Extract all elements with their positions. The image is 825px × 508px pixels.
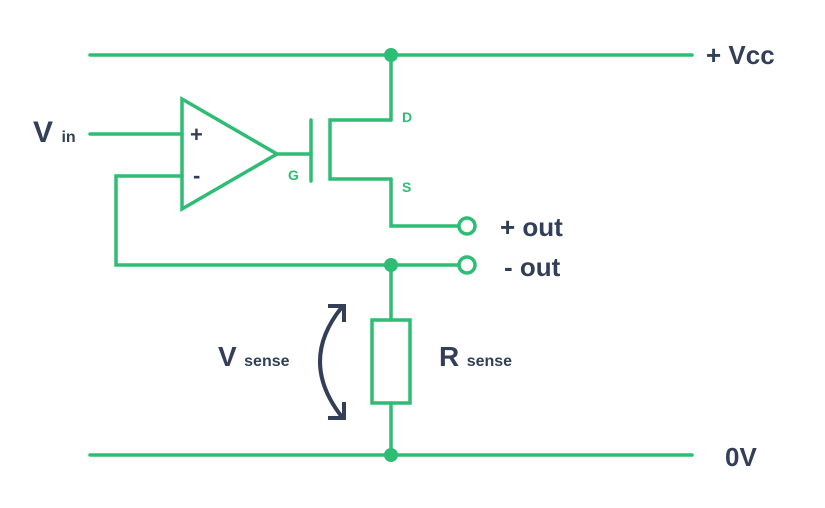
vcc-label: + Vcc: [706, 40, 775, 70]
vsense-label: V sense: [218, 341, 290, 372]
feedback-wire: [114, 174, 461, 267]
ground-label: 0V: [725, 442, 757, 472]
plus-out-label: + out: [500, 212, 563, 242]
gate-label: G: [288, 167, 299, 183]
opamp-symbol: [180, 95, 281, 213]
source-wire: [389, 177, 461, 228]
opamp-plus-symbol: +: [190, 122, 203, 147]
rsense-label: R sense: [439, 341, 512, 372]
mosfet-channel: [328, 118, 393, 181]
minus-out-terminal: [457, 255, 477, 275]
rsense-resistor: [370, 318, 412, 405]
opamp-minus-symbol: -: [193, 163, 200, 188]
drain-label: D: [402, 109, 412, 125]
plus-out-terminal: [457, 216, 477, 236]
vsense-arrow-icon: [318, 304, 346, 420]
minus-out-label: - out: [504, 252, 561, 282]
vin-label: V in: [33, 116, 76, 149]
source-label: S: [402, 179, 411, 195]
